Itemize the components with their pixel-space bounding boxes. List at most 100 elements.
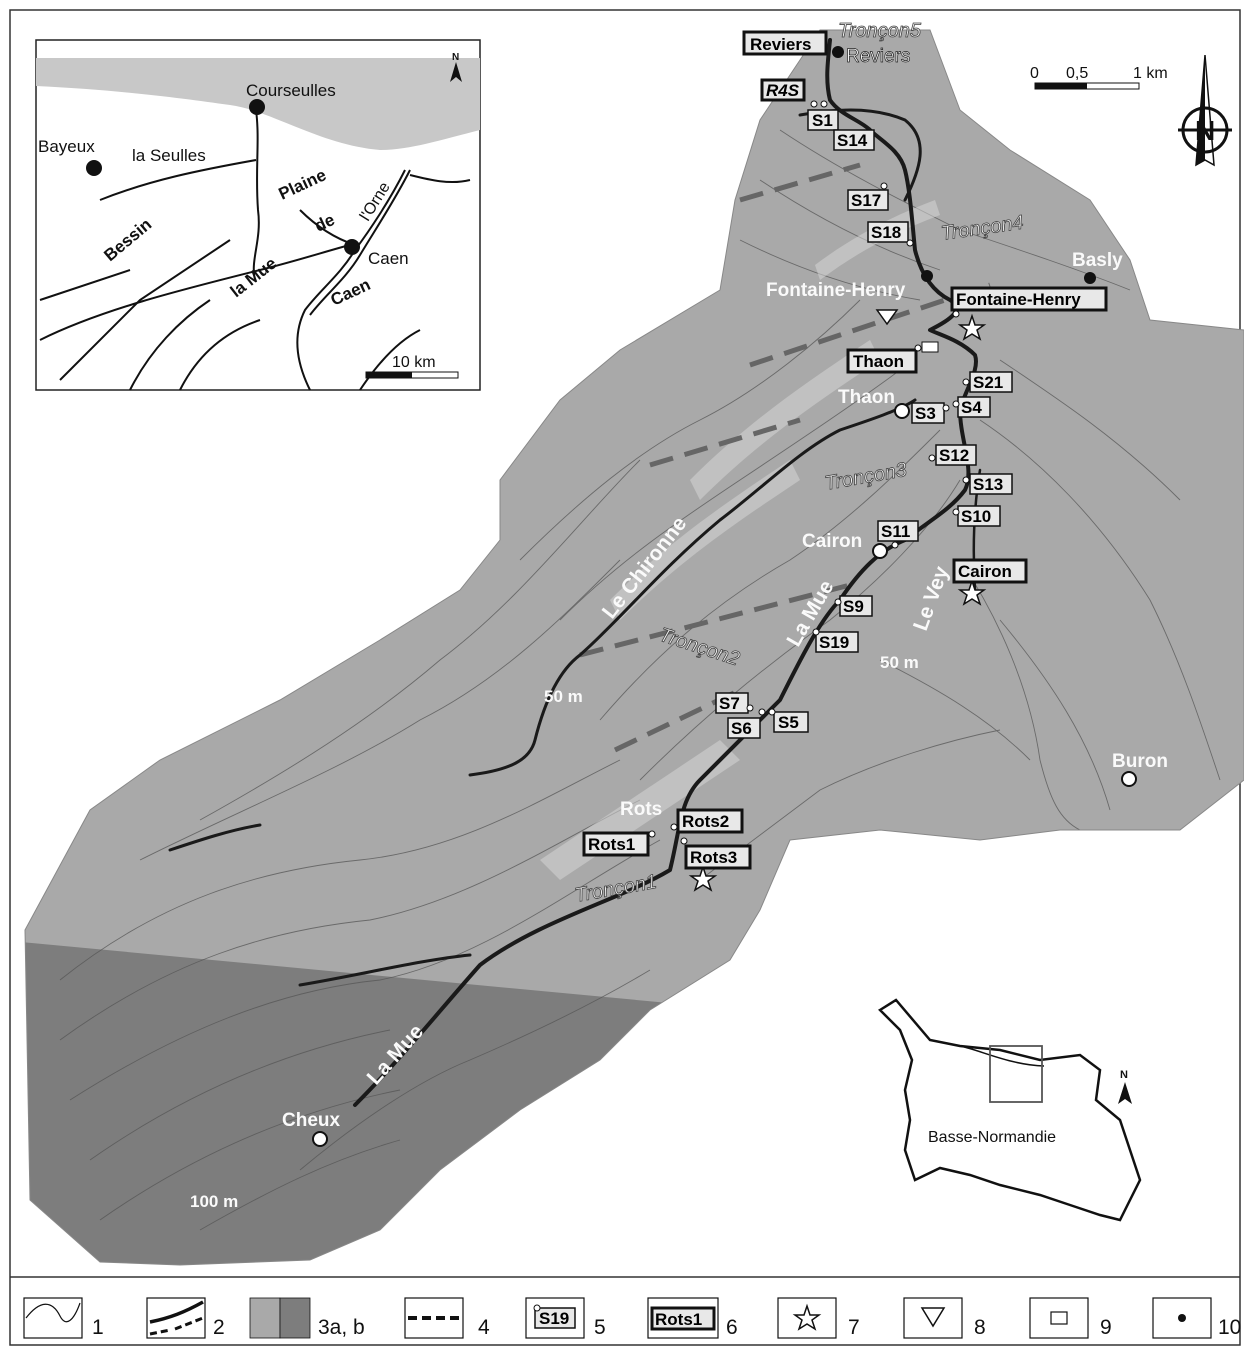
scale-tick-1km: 1 km (1133, 65, 1168, 82)
inset-regional-map: Courseulles Bayeux Caen la Seulles l'Orn… (35, 39, 481, 391)
site-box-cairon: Cairon (952, 558, 1028, 584)
svg-text:S9: S9 (843, 597, 864, 616)
site-labels: Reviers R4S S1 S14 S17 S18 Fontaine-Henr… (582, 30, 1108, 870)
svg-text:S10: S10 (961, 507, 991, 526)
town-dot-thaon (894, 403, 910, 419)
svg-text:S19: S19 (819, 633, 849, 652)
site-box-s12: S12 (935, 444, 977, 466)
svg-text:Rots1: Rots1 (588, 835, 635, 854)
legend-dot-icon (1178, 1314, 1186, 1322)
inset-north-arrow-icon (450, 62, 462, 82)
svg-text:R4S: R4S (766, 81, 800, 100)
star-markers (688, 313, 987, 892)
scale-tick-half: 0,5 (1066, 65, 1088, 82)
site-box-r4s: R4S (760, 78, 806, 102)
river-la-mue (353, 38, 978, 1107)
town-label-fontaine-henry: Fontaine-Henry (766, 280, 906, 301)
river-tributary-northwest (168, 823, 262, 852)
basse-normandie-inset: Basse-Normandie N (878, 998, 1142, 1222)
svg-text:S7: S7 (719, 694, 740, 713)
town-dot-basly (1084, 272, 1096, 284)
legend-symbol-core: Rots1 (655, 1310, 702, 1329)
legend-symbol-river (149, 1300, 204, 1324)
svg-text:S14: S14 (837, 131, 868, 150)
inset-label-caen: Caen (368, 249, 409, 268)
legend-symbol-contour (25, 1302, 81, 1323)
town-dot-cairon (872, 543, 888, 559)
svg-text:S13: S13 (973, 475, 1003, 494)
site-box-rots3: Rots3 (684, 844, 752, 870)
legend-symbol-zone-b (279, 1297, 311, 1339)
svg-text:Cairon: Cairon (958, 562, 1012, 581)
basin-outline (24, 29, 1244, 1266)
basse-normandie-label: Basse-Normandie (928, 1129, 1056, 1146)
legend-num-2: 2 (213, 1316, 225, 1339)
legend-num-3: 3a, b (318, 1316, 365, 1339)
inset-dot-caen (344, 239, 360, 255)
legend-star-icon (792, 1303, 822, 1331)
svg-text:Thaon: Thaon (853, 352, 904, 371)
inset-north-label: N (452, 52, 459, 63)
contour-label-50m-west: 50 m (544, 687, 583, 706)
legend-num-8: 8 (974, 1316, 986, 1339)
legend-triangle-icon (920, 1307, 946, 1328)
star-icon-cairon (957, 578, 987, 606)
svg-text:Reviers: Reviers (750, 35, 811, 54)
basse-normandie-study-area (989, 1045, 1043, 1103)
square-icon (921, 341, 939, 353)
contour-lines (59, 129, 1221, 1231)
inset-label-courseulles: Courseulles (246, 81, 336, 100)
contour-label-50m-east: 50 m (880, 653, 919, 672)
svg-text:S3: S3 (915, 404, 936, 423)
site-box-s17: S17 (847, 189, 889, 211)
legend-num-6: 6 (726, 1316, 738, 1339)
svg-text:S1: S1 (812, 111, 833, 130)
river-le-chironne (468, 398, 917, 777)
inset-dot-courseulles (249, 99, 265, 115)
north-arrow-label: N (1195, 115, 1215, 146)
inset-label-bayeux: Bayeux (38, 137, 95, 156)
star-icon-rots (688, 864, 718, 892)
inset-scale-label: 10 km (392, 354, 436, 371)
inset-dot-bayeux (86, 160, 102, 176)
river-tributary-west (298, 953, 472, 987)
star-icon-fontaine (957, 313, 987, 341)
legend: 1 2 3a, b 4 S19 5 Rots1 6 7 8 (23, 1297, 1241, 1339)
legend-num-9: 9 (1100, 1316, 1112, 1339)
basse-normandie-north-label: N (1120, 1069, 1128, 1081)
legend-num-1: 1 (92, 1316, 104, 1339)
site-box-s1: S1 (807, 109, 839, 131)
scale-bar: 0 0,5 1 km (1030, 65, 1168, 90)
site-box-s21: S21 (969, 371, 1013, 393)
site-box-s6: S6 (727, 717, 761, 739)
legend-num-7: 7 (848, 1316, 860, 1339)
north-arrow-icon: N (1178, 54, 1232, 167)
site-box-s5: S5 (773, 711, 809, 733)
town-label-rots: Rots (620, 799, 662, 820)
site-points (648, 100, 970, 845)
contour-label-100m: 100 m (190, 1192, 238, 1211)
inset-label-la-seulles: la Seulles (132, 146, 206, 165)
basse-normandie-outline (878, 998, 1142, 1222)
svg-text:S12: S12 (939, 446, 969, 465)
svg-text:S11: S11 (881, 522, 910, 541)
svg-text:S21: S21 (973, 373, 1003, 392)
site-box-s7: S7 (715, 692, 749, 714)
site-box-fontaine-henry: Fontaine-Henry (950, 286, 1108, 312)
scale-tick-0: 0 (1030, 65, 1039, 82)
town-label-cheux: Cheux (282, 1110, 341, 1131)
site-box-thaon: Thaon (846, 348, 918, 374)
svg-text:S4: S4 (961, 398, 982, 417)
town-dot-cheux (312, 1131, 328, 1147)
svg-text:S17: S17 (851, 191, 881, 210)
svg-text:Fontaine-Henry: Fontaine-Henry (956, 290, 1081, 309)
svg-text:S6: S6 (731, 719, 752, 738)
site-box-s11: S11 (877, 520, 919, 542)
legend-num-10: 10 (1218, 1316, 1241, 1339)
site-box-rots2: Rots2 (676, 808, 744, 834)
legend-square-icon (1050, 1311, 1068, 1325)
site-box-s4: S4 (957, 396, 991, 418)
town-dot-buron (1121, 771, 1137, 787)
town-label-thaon: Thaon (838, 387, 895, 408)
